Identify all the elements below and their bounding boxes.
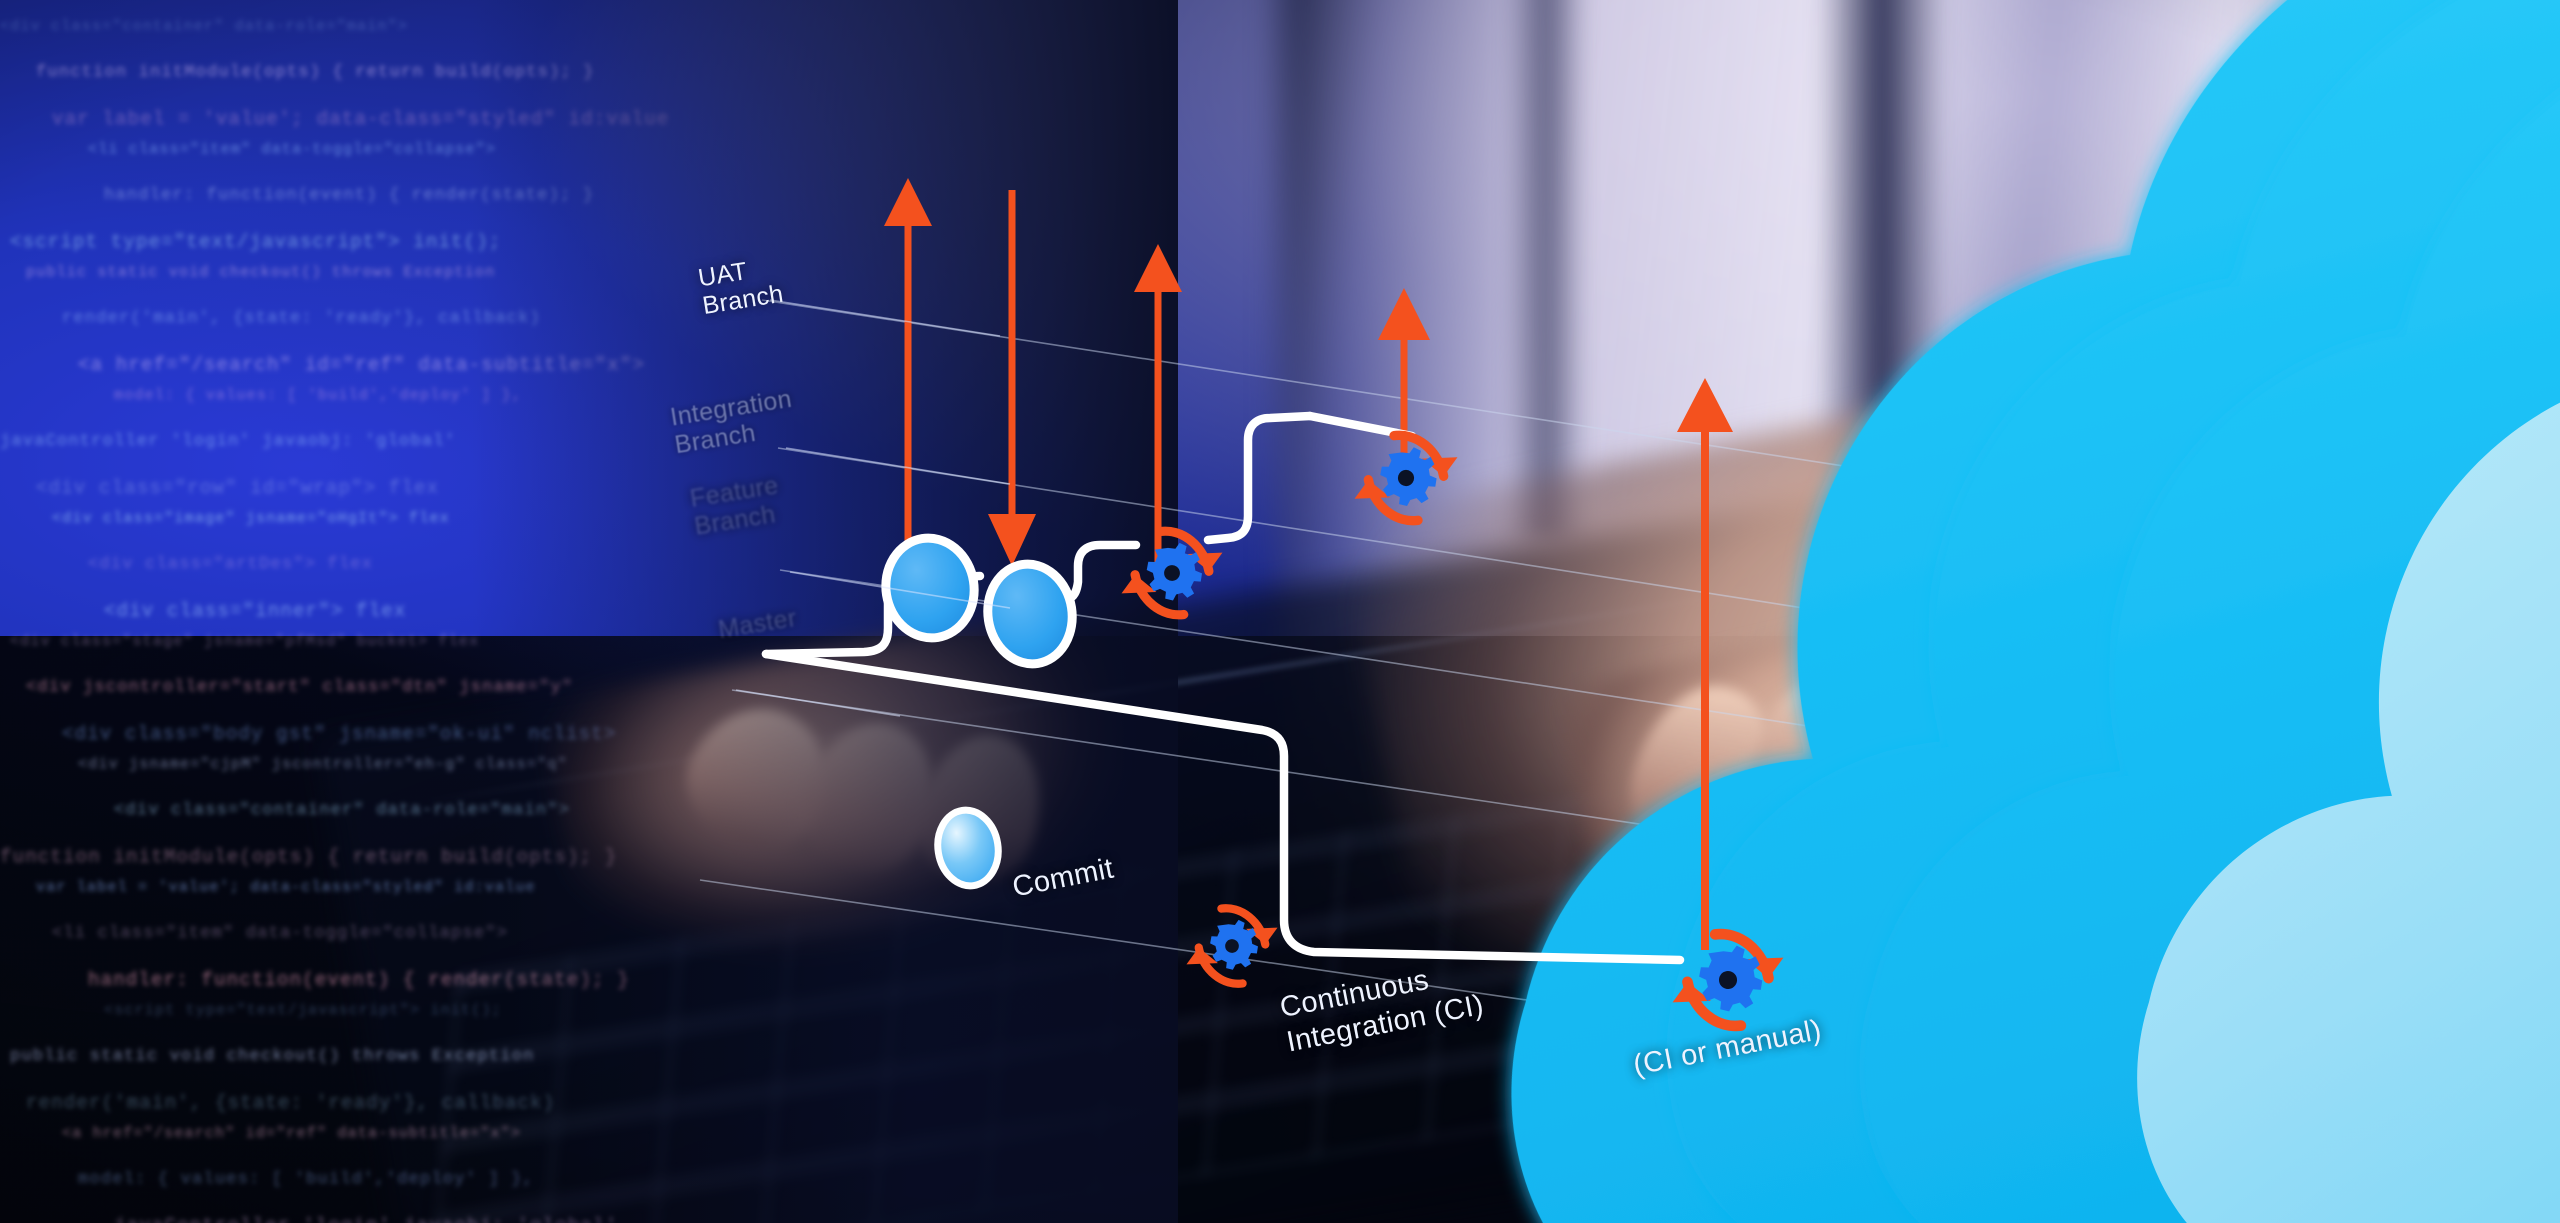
arrow-up-icon (884, 178, 932, 576)
commit-nodes (881, 533, 1077, 890)
cycle-arrowhead (1186, 947, 1218, 965)
ci-badge-integration (1354, 430, 1458, 526)
ci-badge-manual (1672, 928, 1784, 1032)
commit-node-icon (983, 559, 1077, 669)
leader-uat (769, 299, 1001, 337)
arrow-down-icon (988, 190, 1036, 566)
leader-feature (789, 571, 1011, 609)
commit-node-icon (934, 806, 1002, 890)
gear-icon (1699, 945, 1763, 1012)
commit-node-icon (881, 533, 979, 643)
leader-integration (785, 447, 1011, 485)
cycle-arrowhead (1121, 574, 1157, 594)
git-branch-path (761, 411, 1685, 965)
label-leader-lines (735, 299, 1011, 717)
gear-icon (1380, 447, 1437, 507)
ci-badge-feature (1121, 526, 1223, 620)
gear-icon (1210, 919, 1258, 970)
arrow-up-icon (1677, 378, 1733, 950)
cloud-group (1345, 0, 2560, 1223)
gear-icon (1146, 542, 1203, 601)
cycle-arrowhead (1672, 981, 1711, 1003)
code-fade-mask (0, 0, 1178, 1223)
arrow-up-icon (1134, 244, 1182, 562)
leader-master (735, 689, 901, 717)
cycle-arrowhead (1354, 479, 1391, 499)
ci-badge-legend (1186, 904, 1278, 988)
shirt-fold-secondary (1505, 0, 1588, 539)
deploy-arrows (884, 178, 1733, 950)
